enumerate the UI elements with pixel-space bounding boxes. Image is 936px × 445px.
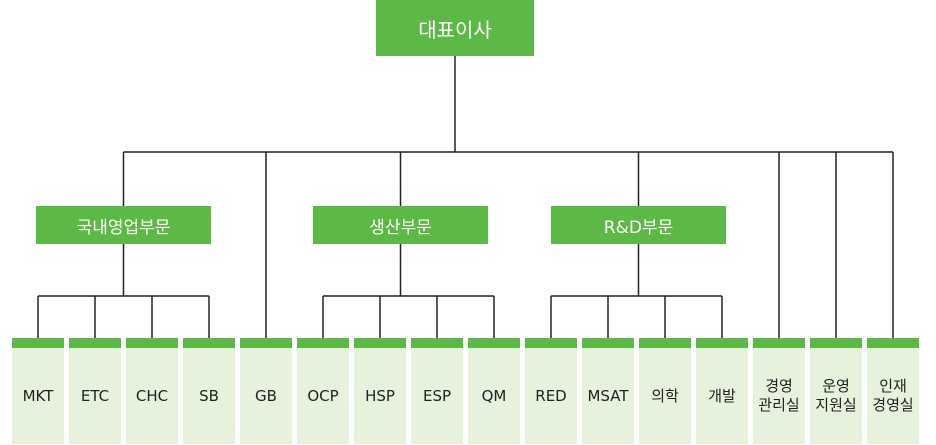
unit-box-medical: 의학: [639, 338, 691, 444]
division-box-sales: 국내영업부문: [36, 206, 211, 244]
division-box-production: 생산부문: [313, 206, 488, 244]
unit-box-development: 개발: [696, 338, 748, 444]
unit-box-management: 경영 관리실: [753, 338, 805, 444]
unit-box-ocp: OCP: [297, 338, 349, 444]
unit-box-chc: CHC: [126, 338, 178, 444]
unit-label: 경영 관리실: [758, 377, 800, 414]
unit-label: HSP: [365, 386, 395, 405]
ceo-box: 대표이사: [376, 0, 534, 56]
unit-label: SB: [199, 386, 219, 405]
unit-box-etc: ETC: [69, 338, 121, 444]
division-label-rnd: R&D부문: [603, 217, 674, 238]
unit-box-qm: QM: [468, 338, 520, 444]
ceo-label: 대표이사: [418, 17, 492, 42]
unit-box-sb: SB: [183, 338, 235, 444]
unit-label: OCP: [307, 386, 339, 405]
unit-box-hsp: HSP: [354, 338, 406, 444]
unit-box-operations: 운영 지원실: [810, 338, 862, 444]
unit-label: QM: [481, 386, 507, 405]
unit-label: RED: [535, 386, 567, 405]
unit-label: ETC: [80, 386, 110, 405]
unit-box-msat: MSAT: [582, 338, 634, 444]
unit-label: 개발: [708, 386, 736, 405]
unit-box-gb: GB: [240, 338, 292, 444]
unit-box-talent: 인재 경영실: [867, 338, 919, 444]
division-label-production: 생산부문: [369, 217, 432, 238]
unit-label: 운영 지원실: [815, 377, 857, 414]
unit-label: 의학: [651, 386, 679, 405]
division-label-sales: 국내영업부문: [76, 217, 171, 238]
unit-label: MSAT: [587, 386, 629, 405]
unit-label: 인재 경영실: [872, 377, 914, 414]
unit-label: ESP: [422, 386, 452, 405]
unit-label: MKT: [22, 386, 54, 405]
unit-box-mkt: MKT: [12, 338, 64, 444]
unit-label: GB: [255, 386, 277, 405]
division-box-rnd: R&D부문: [551, 206, 726, 244]
unit-label: CHC: [135, 386, 169, 405]
unit-box-red: RED: [525, 338, 577, 444]
unit-box-esp: ESP: [411, 338, 463, 444]
